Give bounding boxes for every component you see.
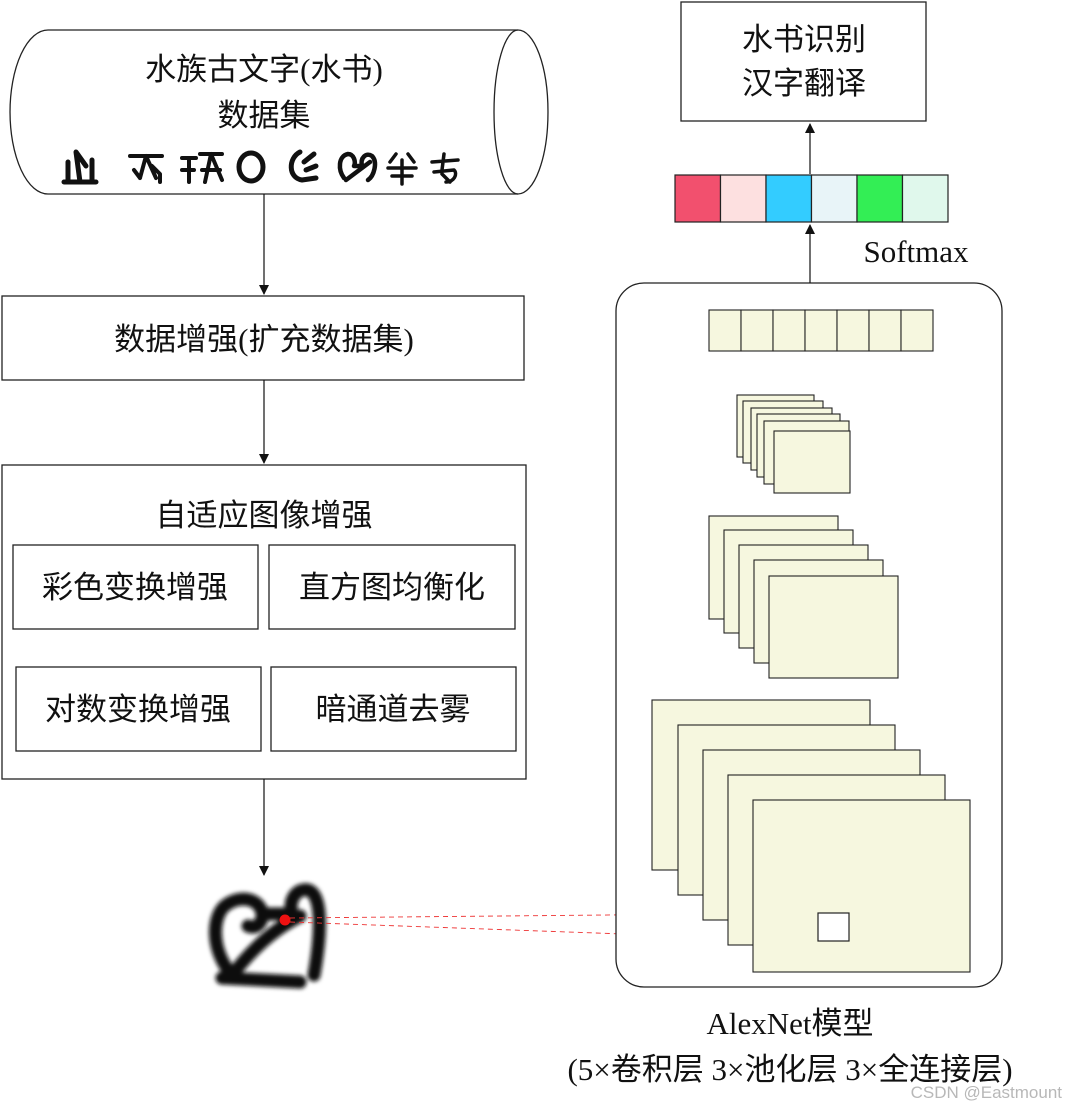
augmentation-label: 数据增强(扩充数据集): [114, 322, 414, 357]
conv-stack-large: [651, 699, 971, 973]
augmentation-box: [1, 295, 525, 381]
fc-cell: [804, 309, 838, 352]
conv-kernel-window: [817, 912, 850, 942]
shui-glyph-3-icon: [180, 152, 224, 184]
method-box-histogram: [268, 544, 516, 630]
shui-character-sample-icon: [209, 883, 326, 989]
method-box-log-transform: [15, 666, 262, 752]
shui-glyph-2-icon: [128, 154, 164, 184]
sample-marker: [279, 914, 291, 926]
method-histogram-equalization: 直方图均衡化: [299, 570, 485, 605]
watermark: CSDN @Eastmount: [911, 1083, 1063, 1102]
fc-cell: [740, 309, 774, 352]
adaptive-title: 自适应图像增强: [156, 498, 373, 533]
fc-cell: [708, 309, 742, 352]
shui-glyph-5-icon: [288, 149, 319, 183]
shui-glyph-row: [61, 149, 460, 186]
softmax-cell: [856, 174, 904, 223]
fully-connected-layer: [708, 309, 934, 352]
shui-glyph-6-icon: [337, 151, 378, 183]
softmax-cell: [901, 174, 949, 223]
shui-glyph-4-icon: [236, 150, 266, 184]
dataset-subtitle: 数据集: [218, 98, 311, 133]
dataset-cylinder: [9, 29, 549, 195]
dataset-title: 水族古文字(水书): [145, 52, 383, 87]
shui-glyph-7-icon: [386, 152, 418, 186]
method-color-transform: 彩色变换增强: [42, 570, 228, 605]
softmax-cell: [810, 174, 858, 223]
method-dark-channel-dehaze: 暗通道去雾: [316, 692, 471, 727]
softmax-output-vector: [674, 174, 949, 223]
method-log-transform: 对数变换增强: [45, 692, 231, 727]
receptive-line-bottom: [289, 921, 819, 942]
output-line-translation: 汉字翻译: [742, 66, 866, 101]
method-box-color-transform: [12, 544, 259, 630]
softmax-cell: [719, 174, 767, 223]
softmax-label: Softmax: [863, 234, 969, 269]
receptive-line-top: [289, 912, 819, 919]
softmax-cell: [765, 174, 813, 223]
shui-glyph-8-icon: [430, 152, 460, 184]
conv-stack-medium: [708, 515, 899, 679]
fc-cell: [900, 309, 934, 352]
fc-cell: [772, 309, 806, 352]
fc-cell: [868, 309, 902, 352]
shui-glyph-1-icon: [61, 149, 99, 185]
conv-stack-small: [736, 394, 851, 494]
model-name: AlexNet模型: [706, 1006, 873, 1041]
model-detail: (5×卷积层 3×池化层 3×全连接层): [567, 1052, 1012, 1087]
method-box-dark-channel: [270, 666, 517, 752]
fc-cell: [836, 309, 870, 352]
output-line-recognition: 水书识别: [742, 22, 866, 57]
output-box: [680, 1, 927, 122]
softmax-cell: [674, 174, 722, 223]
